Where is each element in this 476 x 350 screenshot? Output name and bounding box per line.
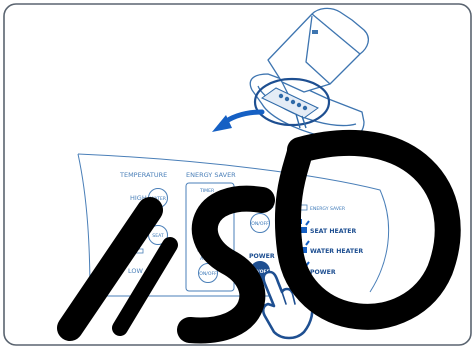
energy-saver-heading: ENERGY SAVER xyxy=(186,171,236,179)
wand-button-label: ON/OFF xyxy=(251,221,269,227)
seat-button-label: SEAT xyxy=(152,233,164,239)
temperature-heading: TEMPERATURE xyxy=(119,171,167,179)
power-indicator-label: POWER xyxy=(310,269,336,276)
watermark-graphic xyxy=(57,129,461,344)
zoom-circle xyxy=(253,77,331,127)
water-button-label: WATER xyxy=(150,196,167,202)
energy-saver-box xyxy=(185,182,235,292)
water-heater-label: WATER HEATER xyxy=(310,248,363,255)
auto-button-label: ON/OFF xyxy=(199,271,217,277)
curved-arrow-icon xyxy=(212,109,265,132)
high-label: HIGH xyxy=(130,194,147,202)
side-control-panel xyxy=(253,77,331,129)
power-button-label: ON/OFF xyxy=(250,269,270,275)
seat-heater-label: SEAT HEATER xyxy=(310,228,357,235)
wand-cleaning-button[interactable]: ON/OFF xyxy=(250,213,270,233)
timer-label: TIMER xyxy=(199,188,215,194)
energy-saver-indicator-label: ENERGY SAVER xyxy=(310,206,346,212)
power-label: POWER xyxy=(249,253,275,260)
low-label: LOW xyxy=(128,267,144,275)
outer-frame xyxy=(3,3,472,346)
